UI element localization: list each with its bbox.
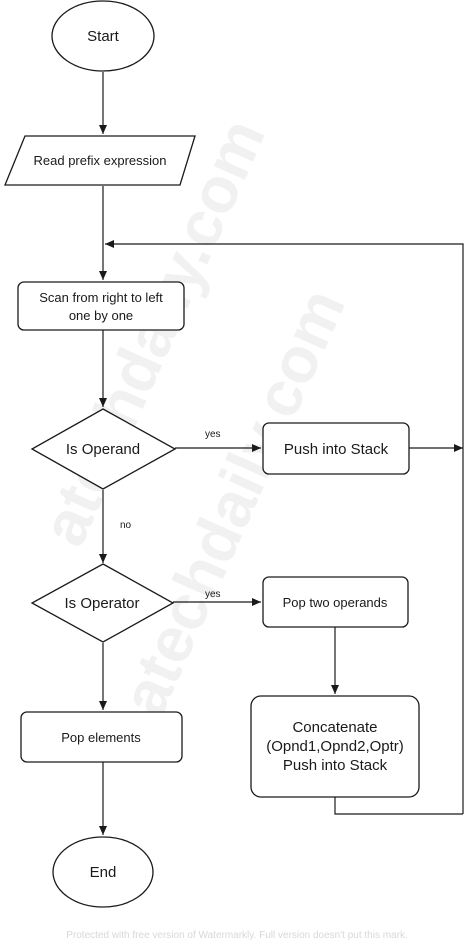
edge-label-operand-no: no [120, 520, 132, 531]
edge-loop-back-to-scan [105, 240, 464, 814]
pop-two-label: Pop two operands [283, 595, 388, 610]
scan-label-line-2: one by one [69, 308, 133, 323]
concat-label-line-1: Concatenate [292, 719, 377, 736]
concat-label-line-2: (Opnd1,Opnd2,Optr) [266, 738, 404, 755]
pop-two-node: Pop two operands [262, 576, 409, 628]
is-operand-label: Is Operand [66, 441, 140, 458]
concat-label-line-3: Push into Stack [283, 757, 388, 774]
start-node: Start [51, 0, 155, 72]
push-node: Push into Stack [262, 422, 410, 475]
read-node: Read prefix expression [4, 135, 196, 186]
end-node: End [52, 836, 154, 908]
end-label: End [90, 864, 117, 881]
push-label: Push into Stack [284, 441, 389, 458]
start-label: Start [87, 28, 120, 45]
footer-watermark-note: Protected with free version of Watermark… [66, 930, 407, 941]
is-operator-node: Is Operator [30, 563, 175, 643]
edge-label-operand-yes: yes [205, 429, 221, 440]
edges [99, 72, 464, 835]
pop-elements-node: Pop elements [20, 711, 183, 763]
scan-node: Scan from right to left one by one [17, 281, 185, 331]
read-label: Read prefix expression [34, 153, 167, 168]
edge-concat-to-loop [334, 797, 463, 815]
is-operator-label: Is Operator [64, 595, 139, 612]
edge-label-operator-yes: yes [205, 589, 221, 600]
watermark: atechdaily.com atechdaily.com [27, 108, 359, 725]
is-operand-node: Is Operand [30, 408, 177, 490]
concat-node: Concatenate (Opnd1,Opnd2,Optr) Push into… [250, 695, 420, 798]
pop-elements-label: Pop elements [61, 730, 141, 745]
scan-label-line-1: Scan from right to left [39, 290, 163, 305]
